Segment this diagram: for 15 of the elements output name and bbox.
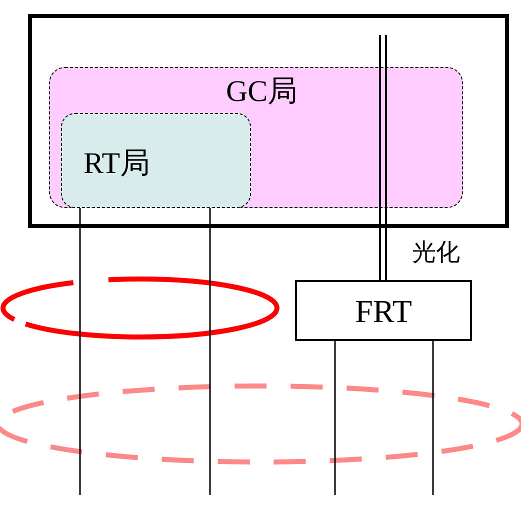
cable-line [79,208,81,495]
station-label: RT局 [84,146,150,182]
cable-line [209,208,211,495]
station-area [49,67,463,208]
coverage-ring [0,276,280,340]
station-area [60,112,250,208]
cable-line [432,341,434,495]
cable-line [379,35,381,280]
station-label: FRT [354,292,413,330]
terminal-box [295,280,472,341]
cable-line [385,35,387,280]
cable-line [334,341,336,495]
coverage-ring [0,383,521,465]
station-label: GC局 [226,74,298,110]
building-frame [28,14,509,228]
